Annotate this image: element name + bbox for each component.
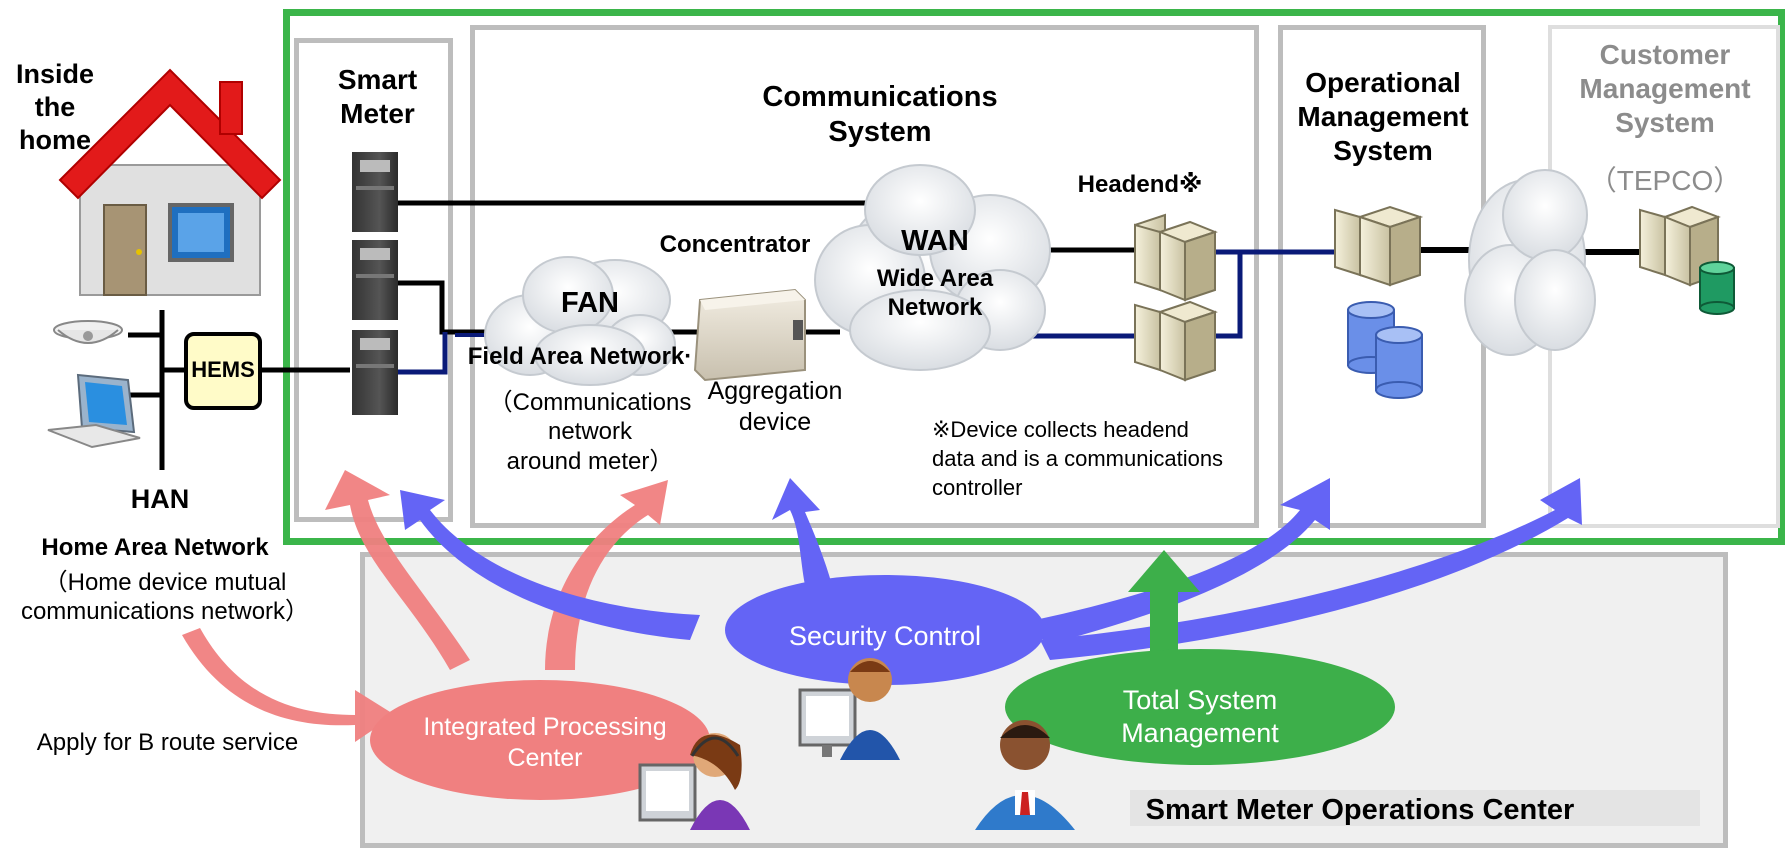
house-icon <box>58 68 282 296</box>
operations-center-label-bg <box>1130 790 1700 826</box>
red-arrows <box>182 470 668 742</box>
operator-icon <box>798 658 900 760</box>
headend-server-icon <box>1134 213 1218 302</box>
hems-box <box>184 332 262 410</box>
wan-full-label: Wide Area Network <box>876 265 994 322</box>
headend-server-icon-2 <box>1134 300 1218 382</box>
fan-cloud-icon <box>484 256 676 386</box>
customer-title: Customer Management System <box>1579 39 1751 139</box>
communications-title: Communications System <box>762 81 998 149</box>
total-management-ellipse <box>1005 649 1395 765</box>
total-management-label: Total System Management <box>1121 685 1279 748</box>
integrated-processing-label: Integrated Processing Center <box>423 713 667 772</box>
security-control-ellipse <box>725 575 1045 685</box>
headend-note: ※Device collects headend data and is a c… <box>932 417 1224 501</box>
operator-manager-icon <box>975 720 1075 830</box>
smart-meter-icon <box>352 152 398 415</box>
apply-b-route-label: Apply for B route service <box>36 729 299 756</box>
database-icon <box>1347 301 1423 399</box>
inside-home-label: Inside the home <box>15 59 95 155</box>
security-control-label: Security Control <box>788 621 982 651</box>
communications-panel <box>470 25 1259 528</box>
green-arrow <box>1128 550 1200 670</box>
system-boundary <box>283 9 1785 545</box>
network-cloud-icon <box>1464 169 1596 356</box>
fan-label: FAN <box>561 287 619 319</box>
customer-server-icon <box>1639 205 1721 287</box>
integrated-processing-ellipse <box>370 680 710 800</box>
operator-headset-icon <box>638 733 750 830</box>
operational-server-icon <box>1334 205 1424 287</box>
operational-title: Operational Management System <box>1297 67 1469 167</box>
fan-full-label: Field Area Network· <box>467 343 693 370</box>
sensor-icon <box>53 320 123 344</box>
concentrator-label: Concentrator <box>659 231 811 258</box>
customer-database-icon <box>1699 261 1735 315</box>
laptop-icon <box>47 373 141 449</box>
aggregation-label: Aggregation device <box>707 377 843 436</box>
hems-label: HEMS <box>191 357 255 382</box>
han-description: （Home device mutual communications netwo… <box>20 569 310 626</box>
fan-description: （Communications network around meter） <box>488 389 692 475</box>
wan-cloud-icon <box>814 164 1051 371</box>
blue-arrows <box>400 478 1582 660</box>
smart-meter-title: Smart Meter <box>337 64 418 130</box>
han-label: HAN <box>130 484 190 514</box>
headend-label: Headend※ <box>1077 171 1203 198</box>
aggregation-device-icon <box>693 288 806 382</box>
operations-center-title: Smart Meter Operations Center <box>1145 794 1575 826</box>
han-full-label: Home Area Network <box>41 534 269 561</box>
customer-tepco-label: （TEPCO） <box>1588 165 1742 196</box>
wan-label: WAN <box>901 225 969 257</box>
